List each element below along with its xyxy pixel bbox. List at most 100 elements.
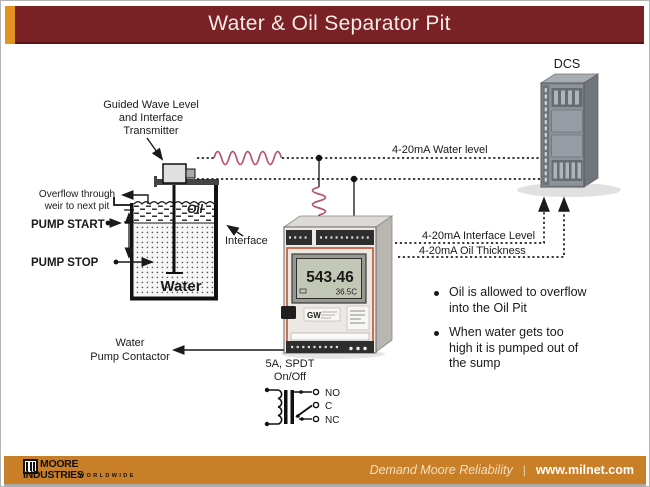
footer-bar: MOORE INDUSTRIES WORLDWIDE Demand Moore … (4, 456, 646, 484)
c-terminal (312, 401, 320, 409)
junction-dot-2 (350, 175, 358, 183)
vent-slot (568, 90, 572, 105)
corner-dot (349, 346, 353, 351)
relay-c-label: C (325, 401, 332, 412)
footer-tagline: Demand Moore Reliability | www.milnet.co… (370, 456, 634, 484)
corner-dot (363, 346, 367, 351)
nc-terminal (312, 415, 320, 423)
terminal-block-right (316, 230, 374, 245)
vent-slot (554, 90, 558, 105)
overflow-label-line2: weir to next pit (44, 201, 110, 212)
relay-symbol: NO C NC 5A, SPDT On/Off (171, 345, 340, 427)
oil-label: Oil (187, 202, 204, 216)
weir-lip (113, 197, 131, 206)
brand-mark: GW (307, 311, 321, 320)
dcs-card-1 (551, 109, 583, 133)
vent-slot (559, 162, 563, 179)
contact-dot (296, 414, 300, 418)
bullet-icon (434, 291, 439, 296)
terminal-block-bottom (286, 341, 374, 353)
lcd-value: 543.46 (306, 269, 354, 286)
relay-coil (277, 389, 283, 425)
relay-no-label: NO (325, 388, 340, 399)
notes-list: Oil is allowed to overflow into the Oil … (434, 285, 610, 381)
relay-nc-label: NC (325, 415, 339, 426)
website-link[interactable]: www.milnet.com (535, 463, 634, 477)
interface-leader-arrow (226, 224, 244, 237)
relay-rating-line1: 5A, SPDT (266, 358, 315, 370)
junction-dot-1 (315, 154, 323, 162)
signal-water-level-label: 4-20mA Water level (392, 144, 488, 156)
list-item: When water gets too high it is pumped ou… (434, 325, 610, 372)
tagline-separator: | (522, 463, 526, 477)
logo-text-industries: INDUSTRIES (23, 469, 84, 481)
note-text: into the Oil Pit (449, 300, 527, 315)
level-controller-device: 543.46 36.5C GW (281, 215, 394, 359)
accent-bar (5, 6, 15, 44)
list-item: Oil is allowed to overflow into the Oil … (434, 285, 610, 316)
relay-core (290, 390, 294, 424)
vent-slot (561, 90, 565, 105)
annotations: Guided Wave Level and Interface Transmit… (31, 99, 535, 363)
bullet-icon (434, 331, 439, 336)
lcd-screen (296, 258, 362, 299)
water-pump-label-line1: Water (116, 337, 145, 349)
moore-logo-icon (23, 459, 38, 474)
spec-label-lines (350, 310, 365, 324)
pump-stop-label: PUMP STOP (31, 257, 99, 269)
device-side-face (375, 215, 393, 353)
transmitter-label-line1: Guided Wave Level (103, 99, 199, 111)
spec-label (346, 305, 370, 331)
lcd-mode-glyph (299, 288, 307, 294)
vent-slot (565, 162, 569, 179)
corner-dot (356, 346, 360, 351)
dcs-top-vent (551, 88, 583, 107)
transmitter-leader-arrow (146, 137, 164, 161)
terminal-block-left (286, 230, 312, 245)
pump-start-label: PUMP START (31, 219, 105, 231)
signal-oil-thickness-label: 4-20mA Oil Thickness (419, 245, 526, 257)
signal-wave-icon (213, 150, 283, 166)
vent-slot (575, 90, 579, 105)
dcs-cabinet: DCS (517, 57, 621, 197)
title-bar: Water & Oil Separator Pit (15, 6, 644, 44)
vent-slot (553, 162, 557, 179)
signal-coil-icon (311, 186, 327, 216)
water-pump-label-line2: Pump Contactor (90, 351, 170, 363)
tagline-text: Demand Moore Reliability (369, 463, 513, 477)
water-label: Water (160, 278, 201, 295)
logo-text-worldwide: WORLDWIDE (79, 473, 136, 479)
vent-slot (571, 162, 575, 179)
probe (172, 185, 176, 273)
vent-slot (577, 162, 581, 179)
note-text: the sump (449, 356, 501, 370)
dcs-card-2 (551, 134, 583, 158)
relay-core (284, 390, 288, 424)
transmitter-label-line2: and Interface (119, 112, 183, 124)
note-text: When water gets too (449, 325, 564, 339)
no-terminal (312, 388, 320, 396)
tank-right-wall (214, 180, 218, 298)
transmitter-label-line3: Transmitter (123, 125, 179, 137)
tag-label (290, 332, 370, 341)
overflow-arrow (120, 190, 149, 204)
level-ticks (124, 209, 134, 223)
transmitter-head (162, 163, 187, 184)
overflow-label-line1: Overflow through (39, 189, 115, 200)
config-jack (281, 306, 296, 319)
lcd-secondary: 36.5C (336, 288, 358, 297)
dcs-label: DCS (554, 57, 580, 71)
head-connector (185, 168, 196, 179)
wire-interface-level (395, 196, 550, 244)
tank-left-wall (130, 203, 134, 298)
logo-text-moore: MOORE (40, 458, 79, 470)
contact-dot (300, 417, 304, 421)
note-text: high it is pumped out of (449, 340, 579, 355)
device-top-face (282, 215, 394, 228)
signal-interface-level-label: 4-20mA Interface Level (422, 230, 535, 242)
interface-label: Interface (225, 235, 268, 247)
note-text: Oil is allowed to overflow (449, 285, 587, 299)
mounting-bracket (155, 179, 219, 185)
gwr-transmitter (154, 163, 219, 274)
